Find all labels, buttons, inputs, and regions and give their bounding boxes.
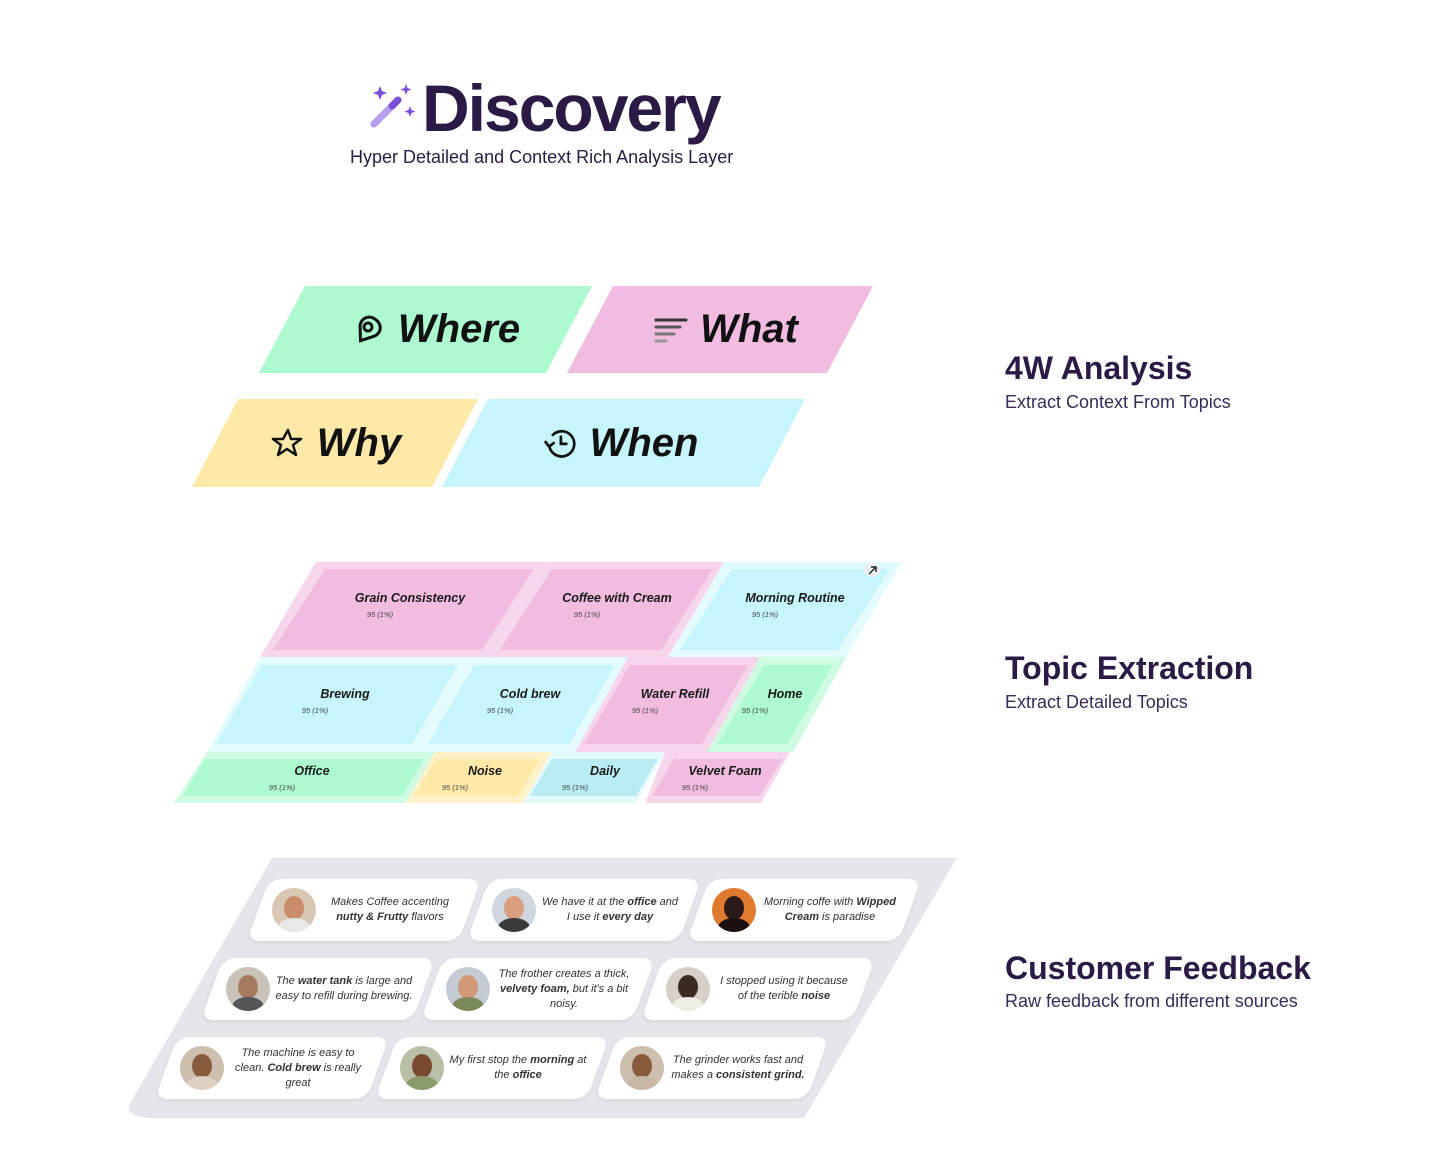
feedback-card[interactable]: Makes Coffee accenting nutty & Frutty fl…: [247, 879, 482, 941]
feedback-text: The grinder works fast and makes a consi…: [668, 1053, 808, 1083]
customer-feedback-title: Customer Feedback: [1005, 950, 1311, 987]
feedback-card[interactable]: The water tank is large and easy to refi…: [201, 958, 436, 1020]
feedback-card[interactable]: The machine is easy to clean. Cold brew …: [155, 1037, 390, 1099]
feedback-text: I stopped using it because of the teribl…: [714, 974, 854, 1004]
avatar: [400, 1046, 444, 1090]
avatar: [620, 1046, 664, 1090]
feedback-card[interactable]: My first stop the morning at the office: [375, 1037, 610, 1099]
feedback-text: Makes Coffee accenting nutty & Frutty fl…: [320, 895, 460, 925]
customer-feedback-subtitle: Raw feedback from different sources: [1005, 991, 1298, 1012]
feedback-text: The water tank is large and easy to refi…: [274, 974, 414, 1004]
feedback-card[interactable]: I stopped using it because of the teribl…: [641, 958, 876, 1020]
feedback-text: We have it at the office and I use it ev…: [540, 895, 680, 925]
feedback-text: Morning coffe with Wipped Cream is parad…: [760, 895, 900, 925]
feedback-text: My first stop the morning at the office: [448, 1053, 588, 1083]
avatar: [492, 888, 536, 932]
feedback-card[interactable]: We have it at the office and I use it ev…: [467, 879, 702, 941]
avatar: [666, 967, 710, 1011]
avatar: [712, 888, 756, 932]
feedback-text: The frother creates a thick, velvety foa…: [494, 967, 634, 1012]
feedback-card[interactable]: Morning coffe with Wipped Cream is parad…: [687, 879, 922, 941]
feedback-card[interactable]: The frother creates a thick, velvety foa…: [421, 958, 656, 1020]
avatar: [226, 967, 270, 1011]
feedback-text: The machine is easy to clean. Cold brew …: [228, 1046, 368, 1091]
feedback-card[interactable]: The grinder works fast and makes a consi…: [595, 1037, 830, 1099]
avatar: [272, 888, 316, 932]
avatar: [446, 967, 490, 1011]
avatar: [180, 1046, 224, 1090]
